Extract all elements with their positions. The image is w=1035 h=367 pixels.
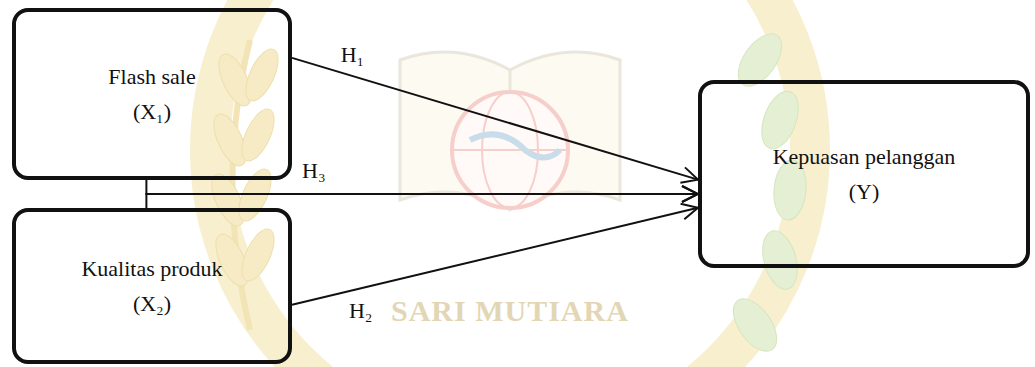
hypothesis-arrow <box>292 58 698 180</box>
watermark-text: SARI MUTIARA <box>391 294 629 328</box>
hypothesis-arrow <box>292 208 698 305</box>
variable-label: Kualitas produk (X₂) <box>67 251 237 321</box>
variable-box: Flash sale (X₁) <box>12 8 292 180</box>
hypothesis-label: H₂ <box>349 300 373 322</box>
variable-label: Kepuasan pelanggan (Y) <box>759 139 969 209</box>
hypothesis-label: H₃ <box>302 160 326 182</box>
hypothesis-arrow <box>146 180 698 194</box>
variable-box: Kepuasan pelanggan (Y) <box>698 80 1030 268</box>
variable-label: Flash sale (X₁) <box>92 59 212 129</box>
hypothesis-arrow <box>146 194 698 208</box>
hypothesis-label: H₁ <box>341 44 365 66</box>
logo-art <box>205 0 810 367</box>
variable-box: Kualitas produk (X₂) <box>12 208 292 364</box>
